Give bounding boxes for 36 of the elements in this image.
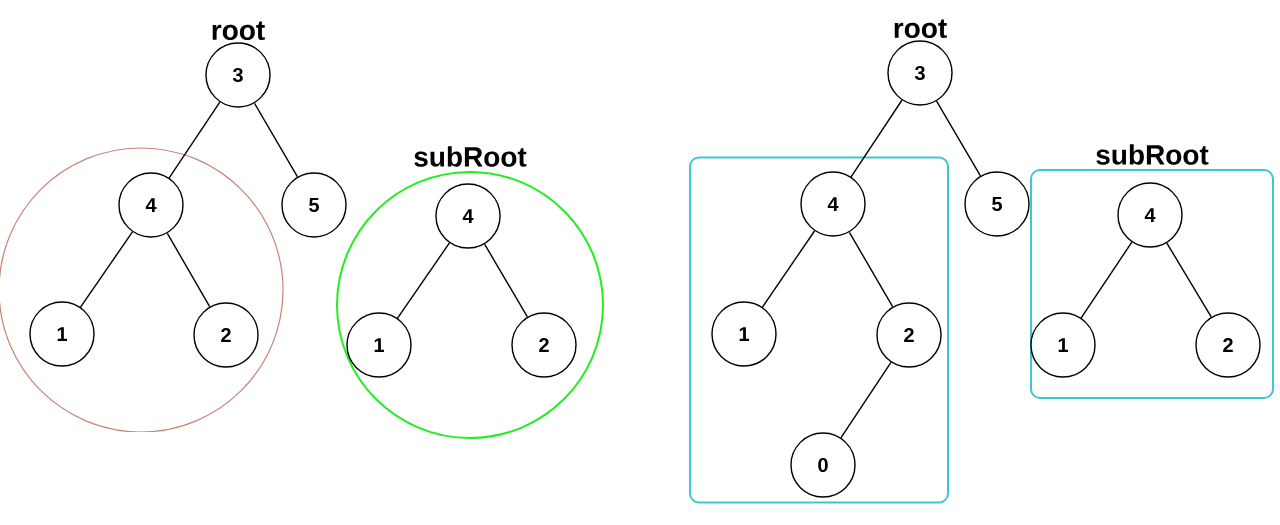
edge-line — [79, 231, 134, 308]
tree-node: 1 — [1030, 312, 1096, 378]
node-label: subRoot — [1096, 144, 1209, 165]
edge-line — [848, 231, 894, 308]
edge-line — [840, 361, 892, 439]
node-label: root — [212, 21, 265, 41]
tree-node: 4 — [1117, 182, 1183, 248]
tree-node: 4 — [800, 171, 866, 237]
tree-node: 4 — [435, 183, 501, 249]
edge-line — [483, 243, 529, 318]
edge-line — [253, 102, 299, 178]
circle-outline — [0, 147, 284, 432]
edge-line — [168, 101, 221, 179]
edge-line — [850, 99, 903, 178]
node-label: subRoot — [414, 146, 527, 167]
tree-node: 4 — [118, 172, 184, 238]
tree-node: 3 root — [205, 21, 271, 108]
tree-node: 2 — [511, 312, 577, 378]
tree-node: 1 — [711, 301, 777, 367]
tree-node: 2 — [1195, 312, 1261, 378]
tree-node: 2 — [193, 302, 259, 368]
tree-node: 0 — [790, 432, 856, 498]
tree-node: 2 — [876, 302, 942, 368]
tree-node: 5 — [964, 171, 1030, 237]
rounded-box — [689, 156, 949, 504]
tree-node: 1 — [346, 312, 412, 378]
tree-node: 1 — [29, 301, 95, 367]
edge-line — [1166, 242, 1212, 318]
tree-node: 3 root — [887, 19, 953, 106]
edge-line — [935, 100, 982, 177]
edge-line — [166, 232, 211, 308]
edge-line — [396, 242, 451, 319]
node-label: root — [894, 19, 947, 39]
edge-line — [761, 230, 816, 308]
tree-node: 5 — [281, 172, 347, 238]
edge-line — [1080, 241, 1133, 319]
